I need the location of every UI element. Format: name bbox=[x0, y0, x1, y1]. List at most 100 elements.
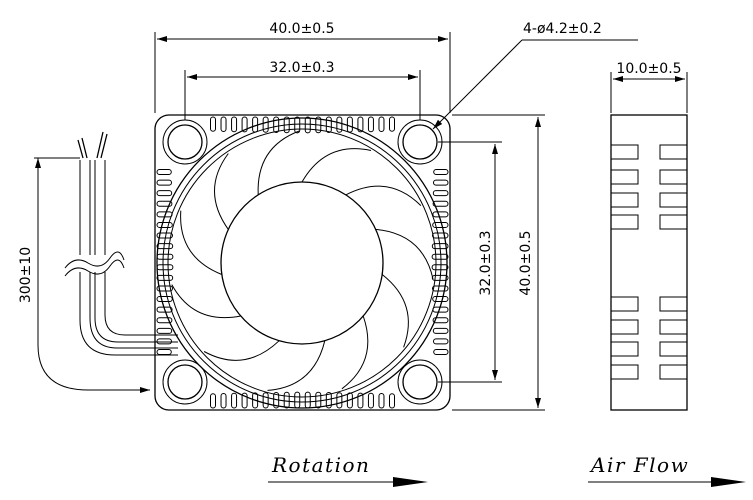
frame-fin bbox=[357, 392, 364, 409]
frame-fin bbox=[367, 392, 374, 409]
side-slot bbox=[610, 341, 639, 357]
fan-blade bbox=[341, 315, 369, 390]
venturi-edge bbox=[167, 128, 437, 398]
frame-fin bbox=[433, 349, 449, 355]
frame-fin bbox=[432, 317, 449, 324]
frame-fin bbox=[156, 349, 172, 355]
side-view bbox=[610, 114, 688, 411]
rotation-arrowhead bbox=[393, 477, 428, 487]
frame-fin bbox=[431, 253, 449, 260]
frame-fin bbox=[156, 232, 173, 239]
fan-blade bbox=[180, 210, 222, 275]
frame-fin bbox=[432, 200, 449, 207]
mounting-hole bbox=[397, 359, 443, 405]
fan-hub bbox=[220, 181, 384, 345]
frame-fin bbox=[262, 392, 269, 409]
mounting-hole bbox=[162, 359, 208, 405]
frame-fin bbox=[262, 116, 269, 133]
side-slot bbox=[659, 169, 688, 185]
frame-fin bbox=[231, 116, 238, 133]
side-slot bbox=[610, 169, 639, 185]
front-view bbox=[154, 114, 451, 411]
frame-fin bbox=[433, 179, 449, 186]
side-slots bbox=[610, 144, 688, 380]
frame-fin bbox=[315, 391, 322, 409]
fan-blade bbox=[301, 148, 372, 183]
frame-fin bbox=[156, 274, 174, 281]
side-slot bbox=[610, 319, 639, 335]
frame-fin bbox=[432, 296, 449, 303]
mounting-hole bbox=[162, 119, 208, 165]
frame-fin bbox=[432, 190, 449, 197]
mounting-hole bbox=[167, 124, 203, 160]
frame-fin bbox=[220, 116, 227, 132]
frame-fin bbox=[304, 391, 311, 409]
mounting-hole bbox=[167, 364, 203, 400]
frame-fin bbox=[220, 393, 227, 409]
frame-fin bbox=[389, 116, 395, 132]
dim-frame-width-label: 40.0±0.5 bbox=[269, 21, 334, 37]
fan-blade bbox=[375, 228, 434, 280]
frame-fin bbox=[378, 393, 385, 409]
fan-blade bbox=[171, 284, 241, 319]
side-slot bbox=[659, 319, 688, 335]
frame-fin bbox=[432, 285, 449, 292]
frame-fin bbox=[357, 116, 364, 133]
dim-frame-height-label: 40.0±0.5 bbox=[518, 230, 534, 295]
frame-fin bbox=[156, 179, 172, 186]
dim-hole-pitch-h: 32.0±0.3 bbox=[184, 60, 421, 120]
side-slot bbox=[659, 192, 688, 208]
side-slot bbox=[659, 296, 688, 312]
air-flow-caption: Air Flow bbox=[588, 453, 746, 487]
frame-fin bbox=[294, 391, 301, 409]
frame-fin bbox=[304, 116, 311, 134]
side-slot bbox=[659, 364, 688, 380]
frame-fin bbox=[156, 190, 173, 197]
side-slot bbox=[659, 214, 688, 230]
frame-fin bbox=[241, 116, 248, 133]
frame-fin bbox=[336, 116, 343, 133]
side-slot bbox=[610, 364, 639, 380]
mounting-holes bbox=[162, 119, 443, 405]
fan-blade bbox=[267, 340, 326, 391]
frame-fin bbox=[231, 392, 238, 409]
dim-cable-length-label: 300±10 bbox=[18, 247, 34, 303]
frame-fin bbox=[432, 232, 449, 239]
mounting-hole bbox=[402, 124, 438, 160]
frame-fin bbox=[156, 253, 174, 260]
frame-fin bbox=[433, 338, 449, 345]
frame-fin bbox=[432, 211, 449, 218]
dim-hole-pitch-v-label: 32.0±0.3 bbox=[478, 230, 494, 295]
rotation-caption: Rotation bbox=[268, 453, 428, 487]
frame-fin bbox=[210, 393, 216, 409]
frame-fin bbox=[156, 338, 172, 345]
fan-blade bbox=[381, 274, 409, 348]
side-frame bbox=[610, 114, 688, 411]
dim-frame-height: 40.0±0.5 bbox=[452, 114, 545, 411]
side-slot bbox=[659, 341, 688, 357]
frame-fin bbox=[156, 317, 173, 324]
venturi-outer bbox=[156, 117, 448, 409]
dim-thickness-label: 10.0±0.5 bbox=[616, 61, 681, 77]
dim-hole-pitch-v: 32.0±0.3 bbox=[438, 141, 502, 383]
frame-fin bbox=[156, 200, 173, 207]
frame-fin bbox=[432, 221, 449, 228]
frame-fin bbox=[433, 169, 449, 175]
frame-fin bbox=[346, 116, 353, 133]
cable-break-mark bbox=[64, 259, 125, 277]
frame-fin bbox=[273, 116, 280, 133]
dim-thickness: 10.0±0.5 bbox=[610, 61, 688, 113]
rotation-label: Rotation bbox=[271, 453, 370, 477]
fan-blade bbox=[257, 130, 300, 195]
venturi-inner bbox=[162, 123, 442, 403]
frame-fin bbox=[210, 116, 216, 132]
fan-blade bbox=[203, 340, 280, 361]
dim-hole-pitch-h-label: 32.0±0.3 bbox=[269, 60, 334, 76]
mounting-hole bbox=[402, 364, 438, 400]
frame-fin bbox=[378, 116, 385, 132]
dim-cable-length: 300±10 bbox=[18, 157, 150, 393]
side-slot bbox=[610, 144, 639, 160]
air-flow-label: Air Flow bbox=[589, 453, 689, 477]
air-flow-arrowhead bbox=[711, 477, 746, 487]
